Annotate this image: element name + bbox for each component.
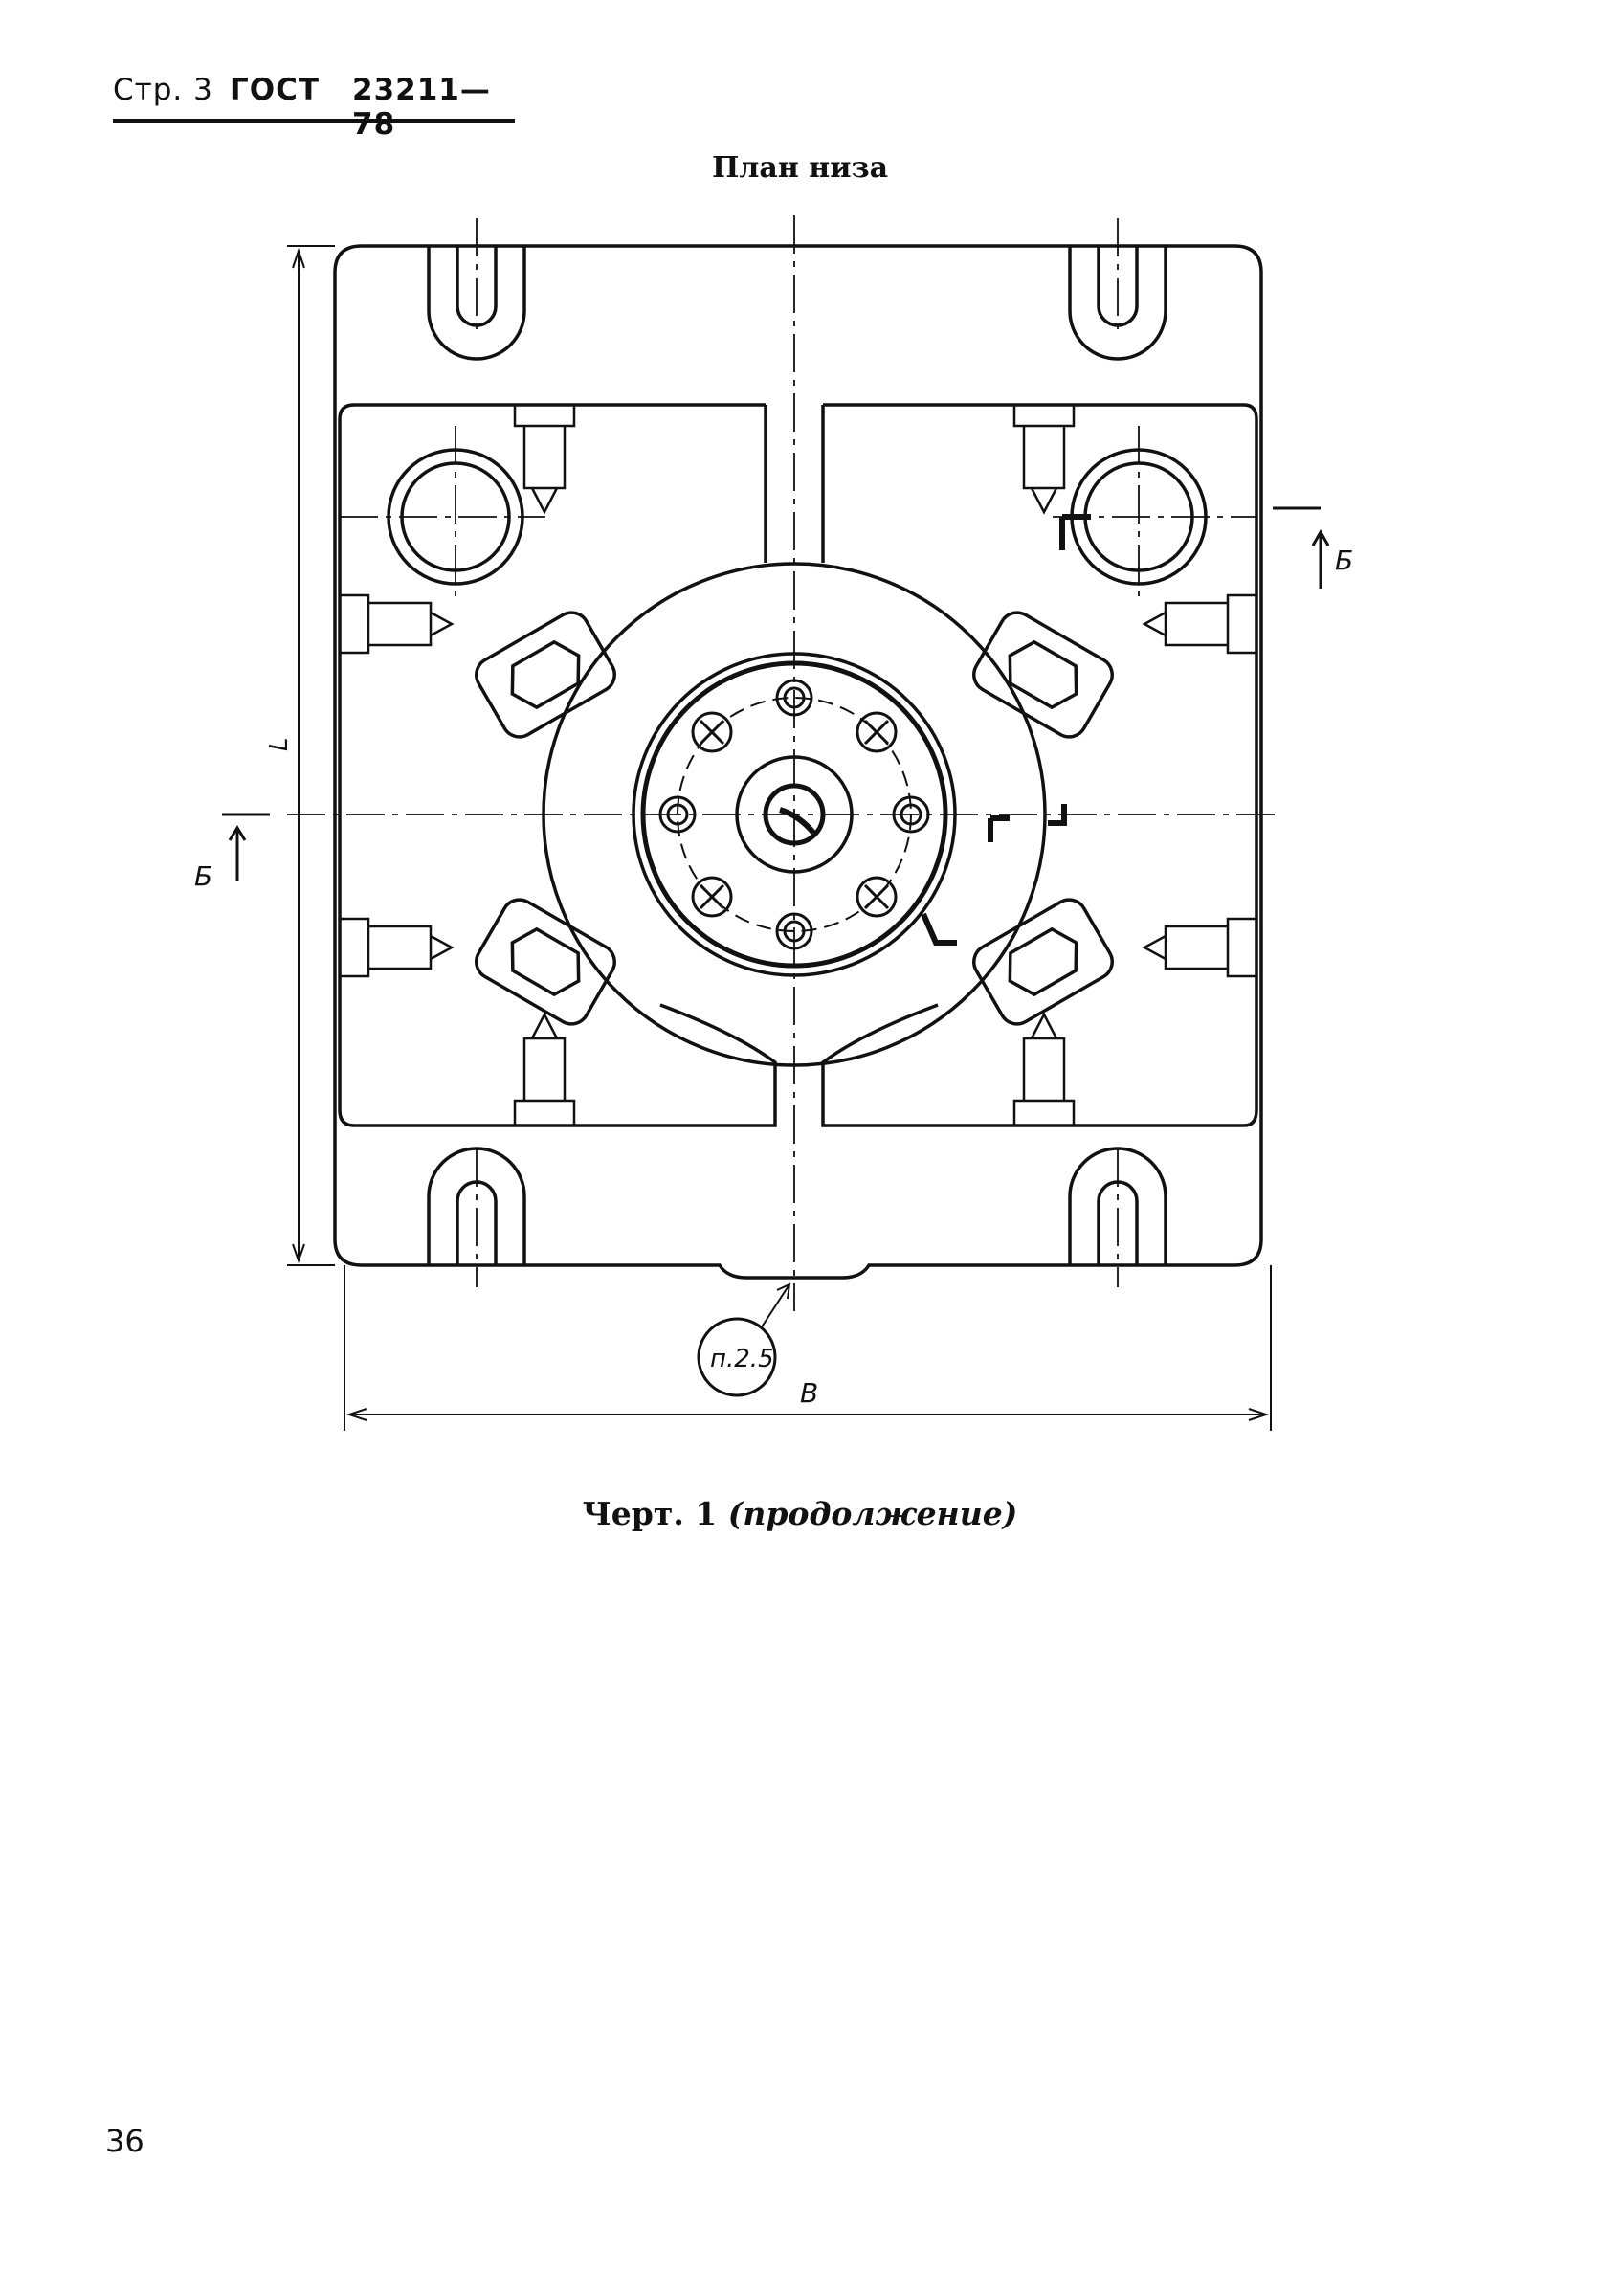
- caption-continuation: (продолжение): [727, 1495, 1018, 1532]
- dimension-width: [344, 1265, 1272, 1431]
- section-mark-right: [1273, 506, 1330, 589]
- header-page-label: Стр. 3: [113, 73, 213, 107]
- dimension-length: [287, 245, 335, 1266]
- section-b-label-right: Б: [1335, 545, 1353, 576]
- header-standard: ГОСТ: [230, 73, 321, 107]
- page-number: 36: [105, 2123, 144, 2159]
- header-standard-number: 23211—78: [352, 73, 491, 142]
- page-header: Стр. 3 ГОСТ 23211—78: [113, 69, 515, 142]
- clamp-blocks: [475, 611, 1114, 1026]
- screws: [340, 405, 1256, 1126]
- plan-title: План низа: [711, 151, 889, 185]
- dimension-b-label: B: [800, 1377, 818, 1409]
- inner-pocket-left: [338, 403, 777, 1127]
- center-lines: [287, 215, 1282, 1311]
- caption-main: Черт. 1: [582, 1495, 718, 1532]
- note-leader: [760, 1282, 791, 1329]
- note-ref-label: п.2.5: [710, 1345, 774, 1373]
- section-b-label-left: Б: [194, 860, 212, 892]
- center-rib-top: [764, 405, 825, 563]
- dimension-l-label: L: [265, 738, 294, 752]
- view-arrow-marks: [921, 514, 1091, 946]
- inner-pocket-right: [821, 403, 1258, 1127]
- section-mark-left: [222, 813, 270, 881]
- outer-outline: [333, 244, 1263, 1280]
- figure-caption: Черт. 1 (продолжение): [0, 1495, 1600, 1532]
- note-ref-circle: [697, 1317, 777, 1397]
